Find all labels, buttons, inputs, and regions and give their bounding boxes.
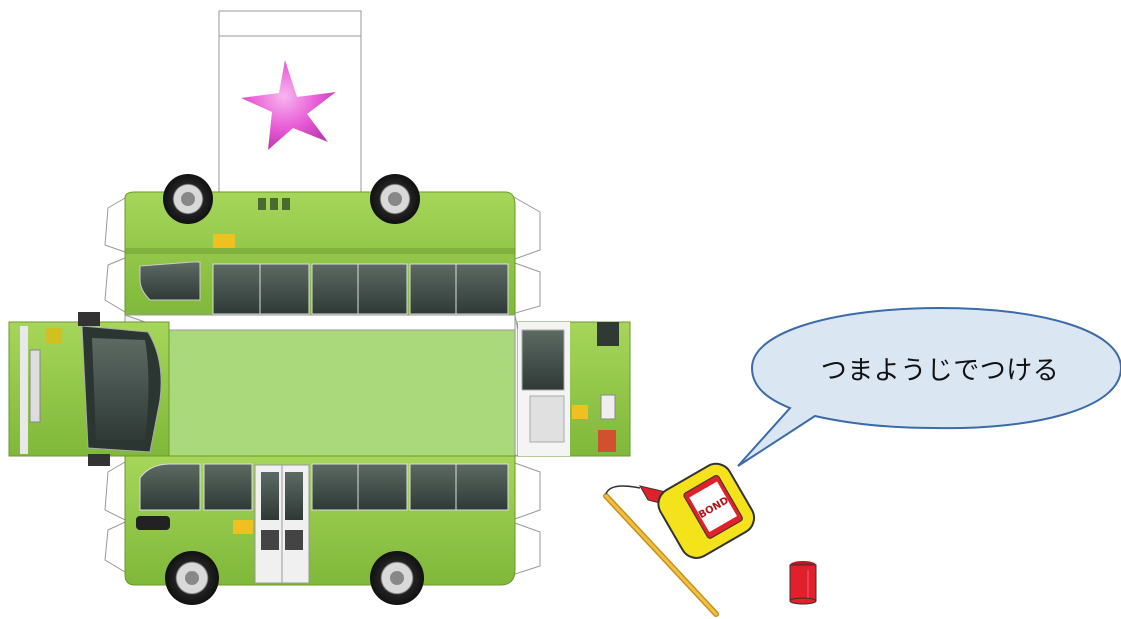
bus-side-bottom <box>104 455 541 605</box>
bus-front <box>8 312 170 466</box>
roof-panel-star <box>218 10 362 193</box>
glue-cap-icon <box>789 561 817 605</box>
bus-roof-center <box>124 314 519 457</box>
bus-rear <box>517 321 631 457</box>
star-icon <box>241 60 336 150</box>
glue-bottle-icon: BOND <box>603 462 756 617</box>
speech-bubble-text: つまようじでつける <box>820 355 1060 386</box>
speech-bubble <box>737 306 1121 467</box>
bus-side-top <box>104 174 541 316</box>
